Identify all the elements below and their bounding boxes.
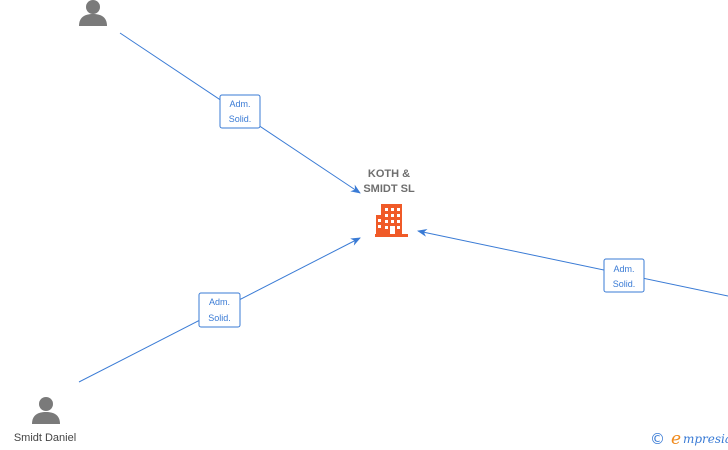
edge-label-line2: Solid. bbox=[613, 279, 636, 289]
edge-label[interactable]: Adm. Solid. bbox=[198, 292, 241, 328]
person-icon bbox=[32, 397, 60, 424]
person-node-smidt-daniel[interactable]: Smidt Daniel bbox=[14, 397, 76, 444]
edge-line bbox=[417, 228, 728, 297]
person-name: Smidt Daniel bbox=[14, 432, 76, 444]
edge-label-line2: Solid. bbox=[208, 313, 231, 323]
edge-bottom-left: Adm. Solid. bbox=[78, 237, 361, 383]
copyright-symbol: © bbox=[650, 430, 665, 448]
building-icon bbox=[375, 204, 408, 237]
company-node[interactable]: KOTH & SMIDT SL bbox=[363, 168, 415, 237]
edge-label[interactable]: Adm. Solid. bbox=[603, 258, 645, 293]
company-name-line1: KOTH & bbox=[368, 168, 410, 180]
brand-rest: mpresia bbox=[683, 432, 728, 446]
edge-right: Adm. Solid. bbox=[417, 228, 728, 297]
company-name-line2: SMIDT SL bbox=[363, 183, 415, 195]
edge-top-left: Adm. Solid. bbox=[119, 32, 361, 194]
person-icon bbox=[79, 0, 107, 26]
edge-label-line1: Adm. bbox=[229, 99, 250, 109]
brand-first-letter: e bbox=[671, 429, 681, 449]
empresia-watermark: © e mpresia bbox=[650, 429, 728, 449]
edge-label-line1: Adm. bbox=[209, 297, 230, 307]
edge-label-line1: Adm. bbox=[613, 264, 634, 274]
person-node-top[interactable] bbox=[79, 0, 107, 26]
edge-label-line2: Solid. bbox=[229, 114, 252, 124]
edge-label[interactable]: Adm. Solid. bbox=[219, 94, 261, 129]
